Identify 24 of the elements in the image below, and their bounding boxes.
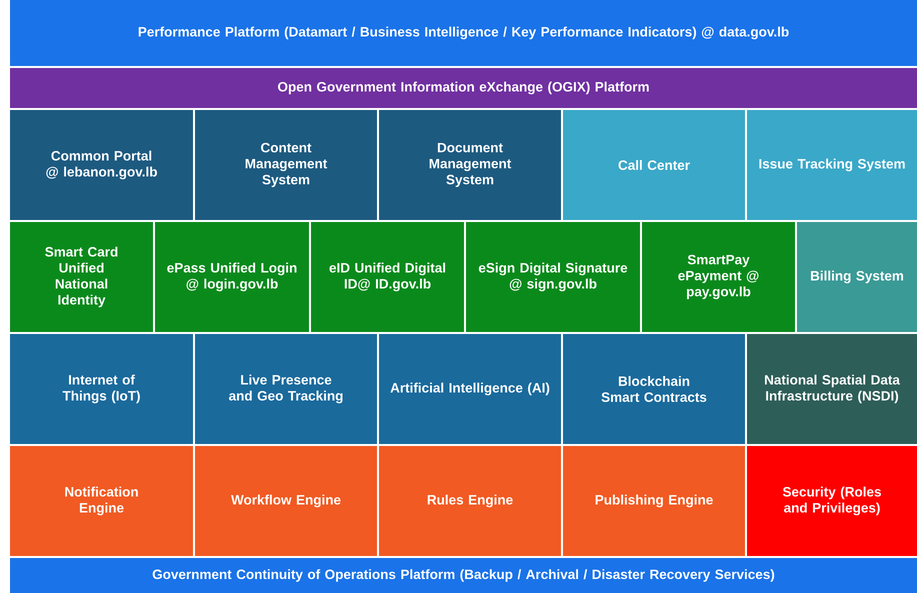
module-box: Live Presence and Geo Tracking bbox=[195, 334, 377, 444]
module-box: Document Management System bbox=[379, 110, 561, 220]
module-box: Rules Engine bbox=[379, 446, 561, 556]
module-box: Internet of Things (IoT) bbox=[10, 334, 193, 444]
module-box: Smart Card Unified National Identity bbox=[10, 222, 153, 332]
platform-band: Government Continuity of Operations Platform (Backup / Archival / Disaster Recovery Services) bbox=[10, 558, 917, 593]
module-box: Artificial Intelligence (AI) bbox=[379, 334, 561, 444]
module-box: eID Unified Digital ID@ ID.gov.lb bbox=[311, 222, 464, 332]
module-box: Content Management System bbox=[195, 110, 377, 220]
platform-band: Performance Platform (Datamart / Business Intelligence / Key Performance Indicators) @ data.gov.lb bbox=[10, 0, 917, 66]
module-box: ePass Unified Login @ login.gov.lb bbox=[155, 222, 309, 332]
module-box: eSign Digital Signature @ sign.gov.lb bbox=[466, 222, 640, 332]
module-box: Call Center bbox=[563, 110, 745, 220]
module-box: SmartPay ePayment @ pay.gov.lb bbox=[642, 222, 795, 332]
platform-band: Open Government Information eXchange (OGIX) Platform bbox=[10, 68, 917, 108]
module-box: National Spatial Data Infrastructure (NSDI) bbox=[747, 334, 917, 444]
module-box: Workflow Engine bbox=[195, 446, 377, 556]
module-box: Notification Engine bbox=[10, 446, 193, 556]
module-box: Common Portal @ lebanon.gov.lb bbox=[10, 110, 193, 220]
module-box: Security (Roles and Privileges) bbox=[747, 446, 917, 556]
module-box: Blockchain Smart Contracts bbox=[563, 334, 745, 444]
module-box: Billing System bbox=[797, 222, 917, 332]
module-box: Publishing Engine bbox=[563, 446, 745, 556]
module-box: Issue Tracking System bbox=[747, 110, 917, 220]
